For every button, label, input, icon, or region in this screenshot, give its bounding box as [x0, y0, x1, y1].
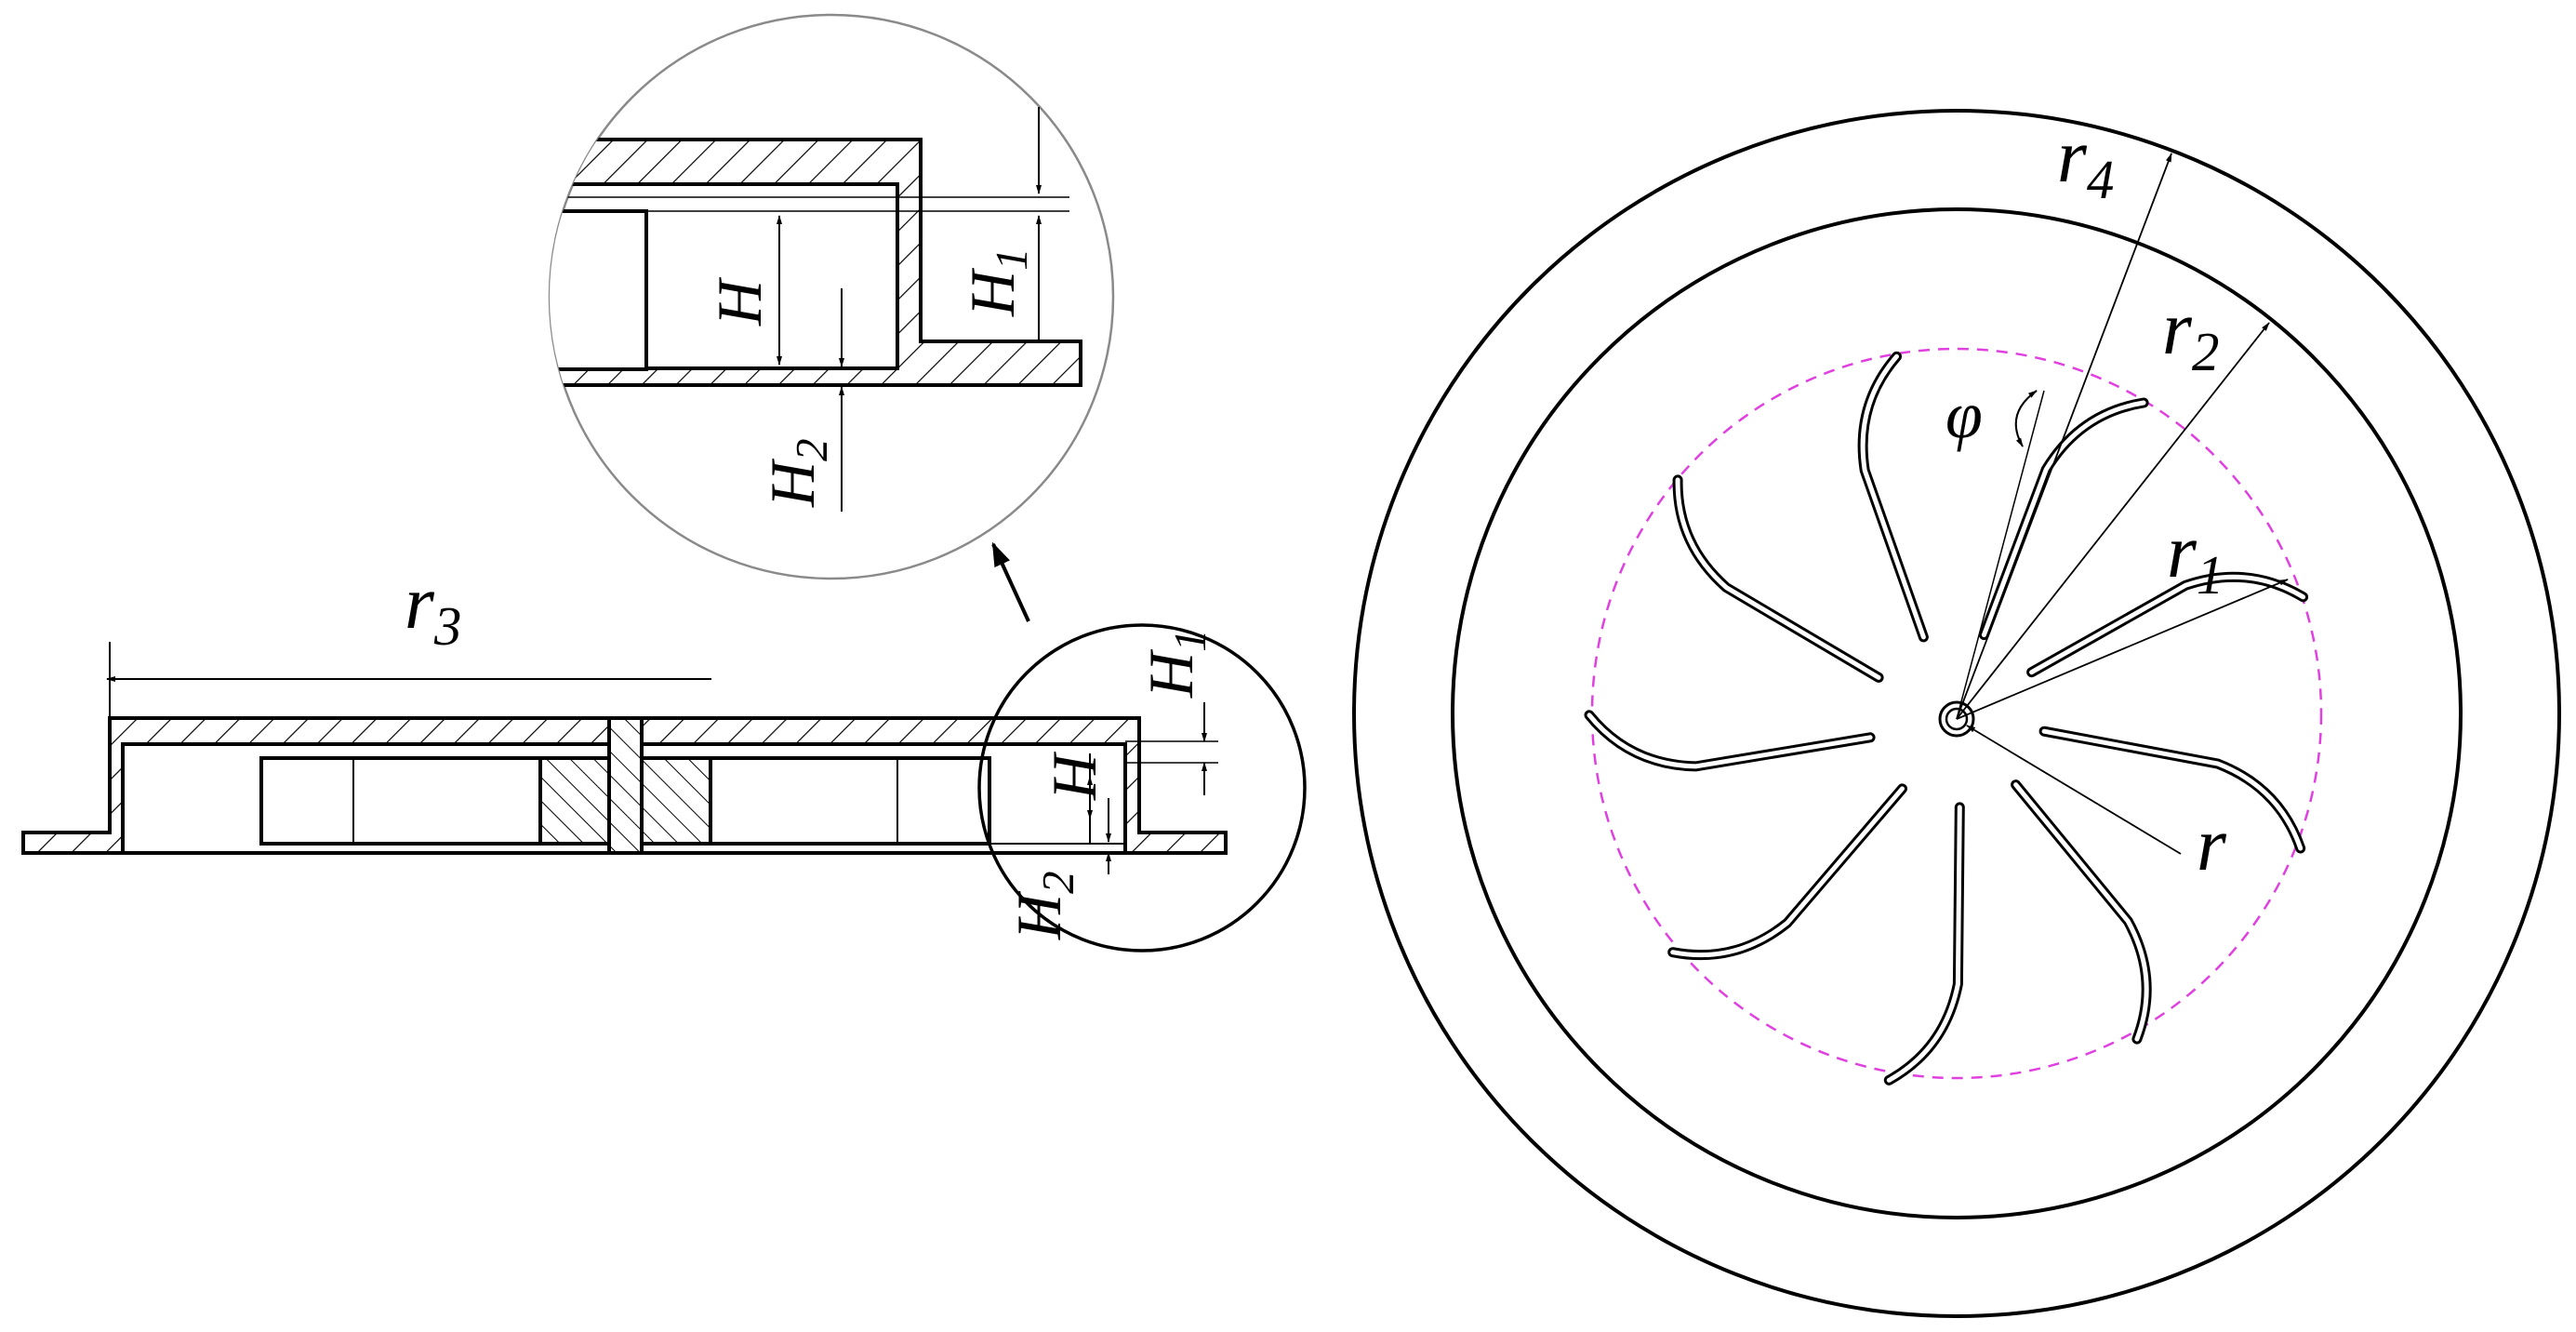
- impeller-blades: [1584, 351, 2309, 1086]
- top-view: [1352, 109, 2561, 1318]
- impeller-blade: [1667, 783, 1907, 961]
- impeller-blade-core: [1886, 805, 1962, 1083]
- impeller-blade-core: [1675, 477, 1881, 680]
- impeller-blade: [2011, 779, 2152, 1045]
- section-view: [21, 541, 1307, 952]
- h1-label-small: H1: [1135, 629, 1215, 699]
- shaft: [607, 716, 644, 855]
- r1-line: [1956, 579, 2289, 720]
- impeller-blade-core: [2041, 728, 2304, 851]
- blade-right: [709, 756, 991, 846]
- impeller-blade-core: [1587, 713, 1873, 769]
- h2-label-small: H2: [1003, 871, 1083, 940]
- phi-label: φ: [1945, 378, 1983, 452]
- h-label-detail: H: [704, 276, 775, 326]
- hub-left: [538, 756, 611, 846]
- phi-arc: [2014, 390, 2038, 447]
- r2-line: [1956, 322, 2270, 720]
- h-label-small: H: [1039, 751, 1109, 801]
- r-line: [1966, 725, 2182, 855]
- impeller-blade-core: [1670, 786, 1905, 958]
- detail-circle: [977, 623, 1307, 952]
- r4-label: r4: [2057, 113, 2114, 210]
- hub-inner: [1945, 707, 1969, 731]
- r1-label: r1: [2167, 509, 2224, 606]
- blade-left: [259, 756, 542, 846]
- impeller-blade: [1883, 802, 1965, 1086]
- impeller-blade-core: [2029, 574, 2306, 675]
- magnifier-pointer: [991, 541, 1030, 622]
- h1-label-detail: H1: [957, 247, 1037, 317]
- inner-ring: [1451, 207, 2463, 1219]
- hub-right: [640, 756, 712, 846]
- impeller-blade-core: [2013, 782, 2149, 1042]
- r-label: r: [2197, 802, 2227, 886]
- impeller-blade: [1672, 474, 1884, 683]
- outer-ring: [1352, 109, 2561, 1318]
- hub-outer: [1938, 700, 1975, 738]
- magnified-detail: [548, 13, 1115, 580]
- r3-label: r3: [405, 560, 461, 657]
- blade-tip-circle: [1590, 347, 2323, 1080]
- r2-label: r2: [2162, 286, 2219, 382]
- impeller-blade-core: [1860, 353, 1926, 640]
- h2-label-detail: H2: [757, 438, 837, 508]
- r4-line: [1956, 153, 2172, 720]
- impeller-blade-core: [1981, 400, 2146, 638]
